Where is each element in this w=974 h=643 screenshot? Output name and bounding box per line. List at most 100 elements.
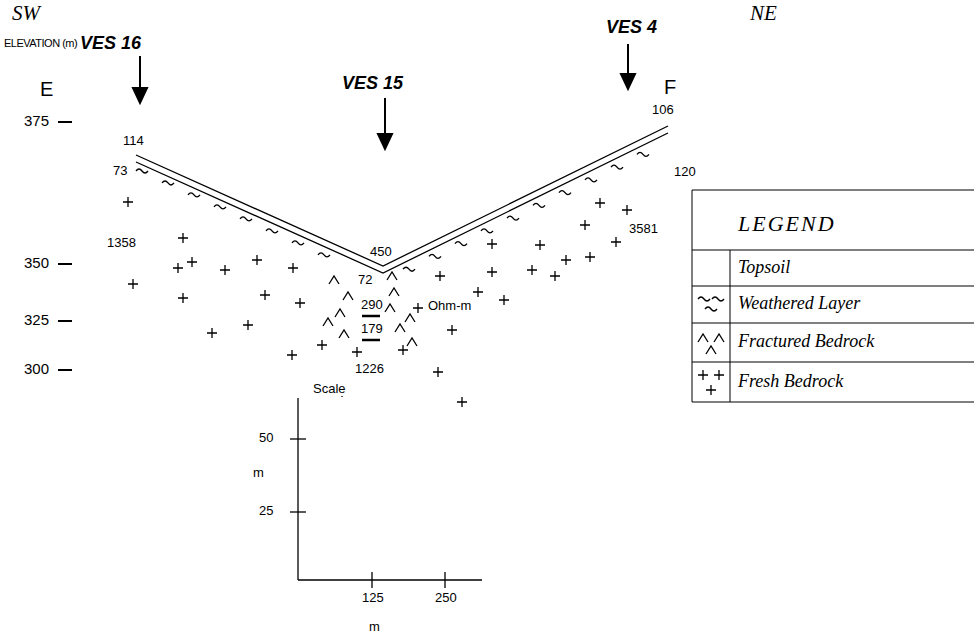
- bedrock-cross: [550, 271, 560, 281]
- elevation-value: 325: [24, 312, 49, 329]
- weathered-tilde: [585, 178, 597, 182]
- direction-label: NE: [750, 2, 777, 25]
- weathered-tilde: [292, 241, 304, 245]
- legend-table: [692, 190, 974, 402]
- elevation-value: 375: [24, 113, 49, 130]
- bedrock-cross: [413, 303, 423, 313]
- ves-label: VES 4: [606, 18, 657, 38]
- bedrock-cross: [622, 205, 632, 215]
- weathered-tilde: [266, 229, 278, 233]
- fracture-caret: [385, 304, 395, 312]
- weathered-tilde: [240, 217, 252, 221]
- bedrock-cross: [288, 263, 298, 273]
- legend-text: Fresh Bedrock: [738, 372, 843, 392]
- bedrock-cross: [611, 237, 621, 247]
- resistivity-value: 450: [369, 245, 393, 259]
- resistivity-value: 114: [122, 134, 145, 148]
- fracture-caret: [389, 288, 399, 296]
- bedrock-cross: [287, 350, 297, 360]
- ves-arrows: [133, 44, 635, 149]
- fracture-caret: [698, 334, 708, 342]
- legend-text: Topsoil: [738, 258, 790, 278]
- scale-title: Scale: [312, 382, 347, 396]
- weathered-tilde: [162, 181, 174, 185]
- bedrock-cross: [317, 340, 327, 350]
- bedrock-cross: [178, 233, 188, 243]
- bedrock-cross: [499, 295, 509, 305]
- weathered-tilde: [188, 193, 200, 197]
- resistivity-value: 3581: [628, 222, 659, 236]
- fracture-caret: [706, 346, 716, 354]
- fracture-caret: [407, 338, 417, 346]
- scale-value: 125: [361, 591, 385, 605]
- profile-end-label: F: [664, 76, 676, 98]
- bedrock-cross: [698, 370, 708, 380]
- weathered-tilde: [481, 229, 493, 233]
- bedrock-cross: [714, 370, 724, 380]
- bedrock-cross: [527, 265, 537, 275]
- scale-value: 25: [258, 504, 274, 518]
- resistivity-value: 179: [360, 322, 384, 336]
- weathered-tilde: [403, 267, 415, 271]
- fracture-caret: [339, 330, 349, 338]
- bedrock-cross: [220, 265, 230, 275]
- bedrock-cross: [243, 320, 253, 330]
- axis-ticks: [58, 122, 72, 370]
- bedrock-cross: [561, 255, 571, 265]
- bedrock-cross: [207, 328, 217, 338]
- weathered-tilde: [136, 169, 148, 173]
- scale-unit: m: [368, 620, 381, 634]
- ves-label: VES 16: [80, 34, 141, 54]
- resistivity-value: 1358: [106, 236, 137, 250]
- weathered-tilde: [214, 205, 226, 209]
- scale-bar: [290, 398, 482, 588]
- resistivity-value: 120: [673, 165, 697, 179]
- weathered-tilde: [637, 152, 649, 156]
- weathered-tilde: [318, 253, 330, 257]
- weathered-tilde: [559, 191, 571, 195]
- bedrock-cross: [173, 263, 183, 273]
- fracture-caret: [323, 318, 333, 326]
- bedrock-cross: [535, 240, 545, 250]
- bedrock-cross: [447, 325, 457, 335]
- weathered-tilde: [455, 242, 467, 246]
- bedrock-cross: [580, 220, 590, 230]
- fracture-caret: [395, 324, 405, 332]
- bedrock-cross: [252, 255, 262, 265]
- weathered-tilde: [611, 165, 623, 169]
- elevation-value: 350: [24, 255, 49, 272]
- weathered-tilde: [705, 307, 717, 311]
- bedrock-cross: [352, 347, 362, 357]
- scale-value: 250: [434, 591, 458, 605]
- fracture-caret: [714, 334, 724, 342]
- bedrock-cross: [457, 397, 467, 407]
- scale-value: 50: [258, 431, 274, 445]
- weathered-tilde: [533, 203, 545, 207]
- weathered-tilde: [698, 297, 710, 301]
- direction-label: SW: [12, 2, 40, 25]
- bedrock-cross: [473, 287, 483, 297]
- profile-end-label: E: [40, 78, 53, 100]
- elevation-value: 300: [24, 361, 49, 378]
- resistivity-value: 73: [112, 164, 128, 178]
- ves-label: VES 15: [342, 74, 403, 94]
- fracture-caret: [329, 276, 339, 284]
- bedrock-cross: [595, 198, 605, 208]
- fracture-caret: [343, 292, 353, 300]
- bedrock-cross: [187, 257, 197, 267]
- bedrock-cross: [433, 367, 443, 377]
- bedrock-cross: [398, 345, 408, 355]
- weathered-tilde: [429, 254, 441, 258]
- bedrock-cross: [260, 290, 270, 300]
- bedrock-cross: [487, 239, 497, 249]
- fracture-caret: [335, 309, 345, 317]
- bedrock-cross: [487, 267, 497, 277]
- weathered-tilde: [712, 297, 724, 301]
- legend-heading: LEGEND: [738, 212, 836, 236]
- resistivity-value: 290: [360, 298, 384, 312]
- weathered-tilde: [507, 216, 519, 220]
- scale-unit: m: [252, 466, 265, 480]
- resistivity-value: 1226: [354, 362, 385, 376]
- bedrock-cross: [128, 279, 138, 289]
